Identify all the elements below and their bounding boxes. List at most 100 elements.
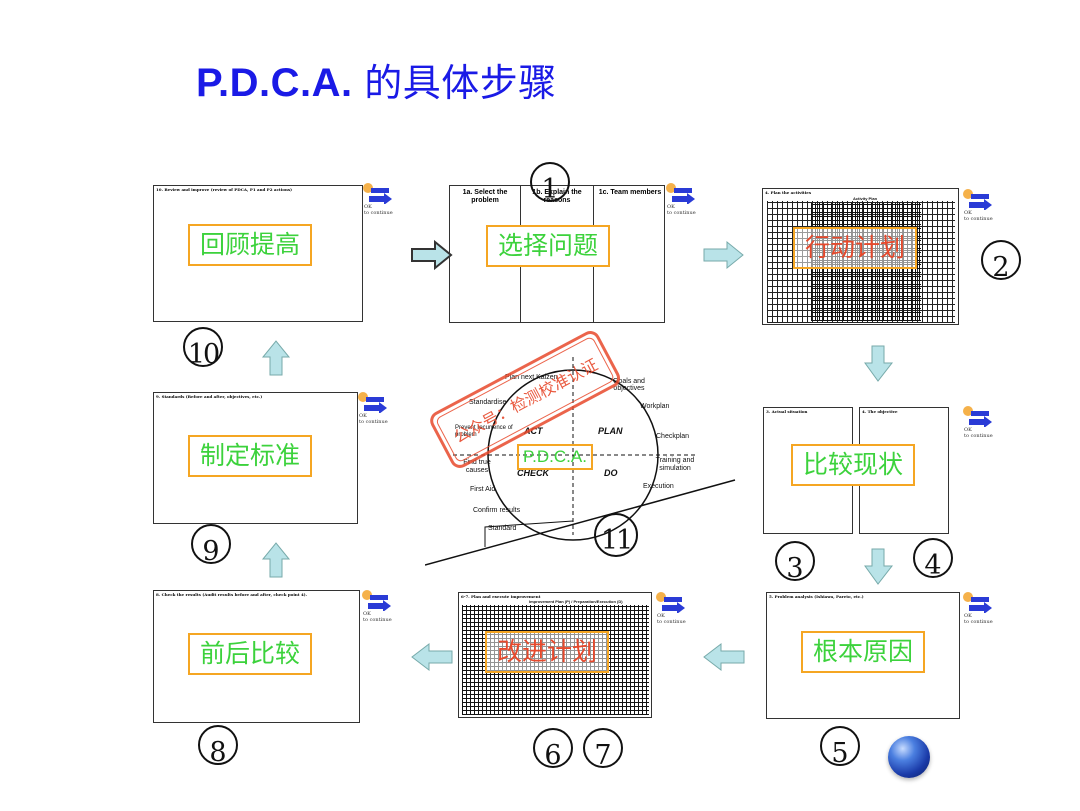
panel-step-2: 4. Plan the activities Activity Plan 行动计… (762, 188, 959, 325)
panel-step-10-title: 10. Review and improve (review of PDCA, … (156, 187, 292, 192)
quadrant-plan: PLAN (598, 426, 623, 436)
panel-step-2-title: 4. Plan the activities (765, 190, 812, 195)
arrow-5-to-6 (703, 642, 745, 672)
label-step-2: 行动计划 (793, 227, 918, 269)
panel-step-10: 10. Review and improve (review of PDCA, … (153, 185, 363, 322)
thumb-arrow-icon (363, 183, 392, 205)
label-step-1: 选择问题 (486, 225, 611, 267)
label-step-10: 回顾提高 (188, 224, 313, 266)
wheel-word: Find true causes (463, 459, 491, 474)
quadrant-check: CHECK (517, 468, 550, 478)
panel-step-8: 8. Check the results (Audit results befo… (153, 590, 360, 723)
arrow-2-to-3 (864, 345, 894, 382)
quadrant-do: DO (604, 468, 618, 478)
thumb-arrow-icon (963, 189, 992, 211)
label-step-3-4: 比较现状 (791, 444, 916, 486)
ok-text: OK (359, 413, 367, 419)
wheel-word: Prevent recurrence of problem (455, 425, 513, 438)
step-number-9: 9 (191, 524, 231, 567)
wheel-word: Training and simulation (655, 457, 695, 472)
step-number-6: 6 (533, 728, 573, 771)
wheel-word: Standardise (469, 399, 507, 406)
continue-text: to continue (364, 210, 393, 216)
arrow-10-to-1 (411, 239, 453, 271)
title-latin: P.D.C.A. (196, 61, 353, 105)
sphere-icon (888, 736, 930, 778)
continue-text: to continue (667, 210, 696, 216)
subpanel-1c: 1c. Team members (598, 189, 662, 196)
panel-step-9-title: 9. Standards (Before and after, objectiv… (156, 394, 263, 399)
continue-text: to continue (964, 619, 993, 625)
continue-text: to continue (363, 617, 392, 623)
label-step-6-7: 改进计划 (485, 631, 610, 673)
thumb-arrow-icon (362, 590, 391, 612)
arrow-6-to-8 (411, 642, 453, 672)
panel-step-2-header: Activity Plan (853, 196, 878, 201)
thumb-arrow-icon (666, 183, 695, 205)
pdca-wheel-lines (425, 357, 736, 566)
continue-text: to continue (964, 216, 993, 222)
label-step-5: 根本原因 (801, 631, 926, 673)
ok-text: OK (964, 210, 972, 216)
page-title: P.D.C.A. 的具体步骤 (196, 52, 557, 107)
label-step-9: 制定标准 (188, 435, 313, 477)
thumb-arrow-icon (358, 392, 387, 414)
continue-text: to continue (657, 619, 686, 625)
step-number-1: 1 (530, 162, 570, 205)
wheel-word: Standard (488, 525, 517, 532)
ok-text: OK (667, 204, 675, 210)
arrow-9-to-10 (261, 340, 291, 376)
step-number-5: 5 (820, 726, 860, 769)
continue-text: to continue (964, 433, 993, 439)
step-number-11: 11 (594, 513, 638, 557)
ok-text: OK (363, 611, 371, 617)
step-number-7: 7 (583, 728, 623, 771)
panel-step-6-7: 6-7. Plan and execute improvement Improv… (458, 592, 652, 718)
wheel-word: First Aid (470, 486, 496, 493)
subpanel-4: 4. The objective (862, 409, 898, 414)
step-number-10: 10 (183, 327, 223, 370)
ok-text: OK (964, 613, 972, 619)
wheel-word: Confirm results (473, 507, 521, 514)
step-number-3: 3 (775, 541, 815, 584)
quadrant-act: ACT (524, 426, 543, 436)
arrow-4-to-5 (864, 548, 894, 585)
label-step-8: 前后比较 (188, 633, 313, 675)
ok-text: OK (657, 613, 665, 619)
pdca-center-label: P.D.C.A. (517, 444, 593, 470)
wheel-word: Checkplan (656, 433, 690, 440)
panel-step-9: 9. Standards (Before and after, objectiv… (153, 392, 358, 524)
title-chinese: 的具体步骤 (364, 61, 557, 105)
panel-step-6-7-header: Improvement Plan (P) / Preparation/Execu… (529, 599, 623, 604)
panel-step-6-7-title: 6-7. Plan and execute improvement (461, 594, 541, 599)
panel-step-1: 1a. Select the problem 1b. Explain the r… (449, 185, 665, 323)
wheel-word: Workplan (640, 403, 670, 410)
panel-step-5-title: 5. Problem analysis (Ishiawa, Pareto, et… (769, 594, 864, 599)
step-number-8: 8 (198, 725, 238, 768)
continue-text: to continue (359, 419, 388, 425)
ok-text: OK (964, 427, 972, 433)
thumb-arrow-icon (656, 592, 685, 614)
step-number-4: 4 (913, 538, 953, 581)
arrow-1-to-2 (703, 240, 744, 270)
wheel-word: Goals and objectives (613, 378, 645, 392)
panel-step-8-title: 8. Check the results (Audit results befo… (156, 592, 308, 597)
wheel-word: Plan next Kaizen (505, 374, 558, 381)
wheel-word: Execution (643, 483, 674, 490)
subpanel-3: 3. Actual situation (766, 409, 808, 414)
step-number-2: 2 (981, 240, 1021, 283)
arrow-8-to-9 (261, 542, 291, 578)
ok-text: OK (364, 204, 372, 210)
thumb-arrow-icon (963, 406, 992, 428)
panel-step-5: 5. Problem analysis (Ishiawa, Pareto, et… (766, 592, 960, 719)
subpanel-1a: 1a. Select the problem (462, 189, 508, 204)
thumb-arrow-icon (963, 592, 992, 614)
